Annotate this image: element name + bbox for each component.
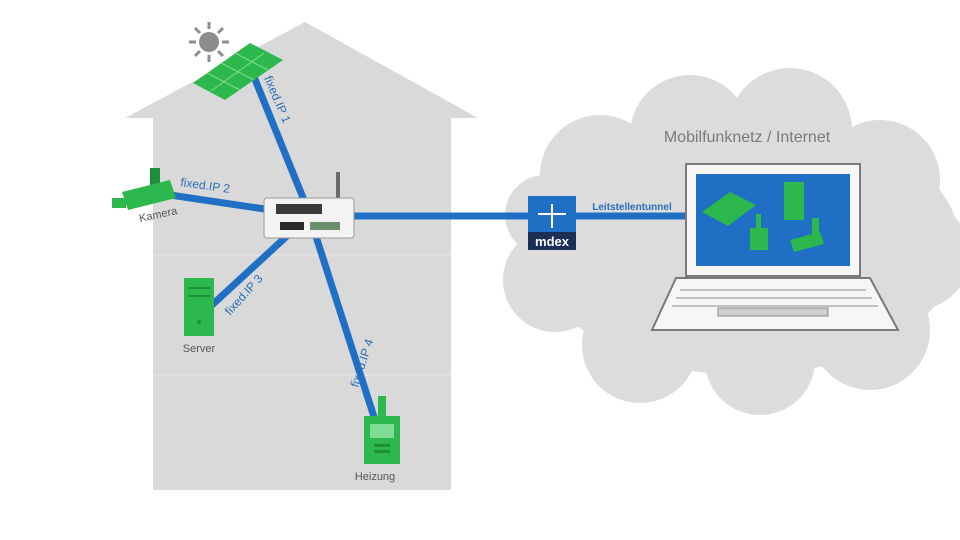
heating-controller-icon	[364, 396, 400, 464]
house	[125, 22, 478, 490]
link-solar	[248, 70, 312, 212]
security-camera-icon	[112, 168, 176, 210]
solar-panel-icon	[193, 43, 283, 100]
router-icon	[263, 172, 355, 239]
cloud-title: Mobilfunknetz / Internet	[664, 129, 831, 146]
ip2-label: fixed.IP 2	[180, 175, 232, 196]
laptop-icon	[650, 163, 900, 331]
tunnel-label: Leitstellentunnel	[592, 202, 672, 213]
server-tower-icon	[184, 278, 214, 336]
mdex-logo: mdex	[528, 196, 576, 250]
link-heating	[308, 222, 379, 422]
mdex-text: mdex	[535, 234, 570, 249]
sun-icon	[189, 22, 229, 62]
heating-label: Heizung	[355, 471, 395, 483]
server-label: Server	[183, 343, 216, 355]
